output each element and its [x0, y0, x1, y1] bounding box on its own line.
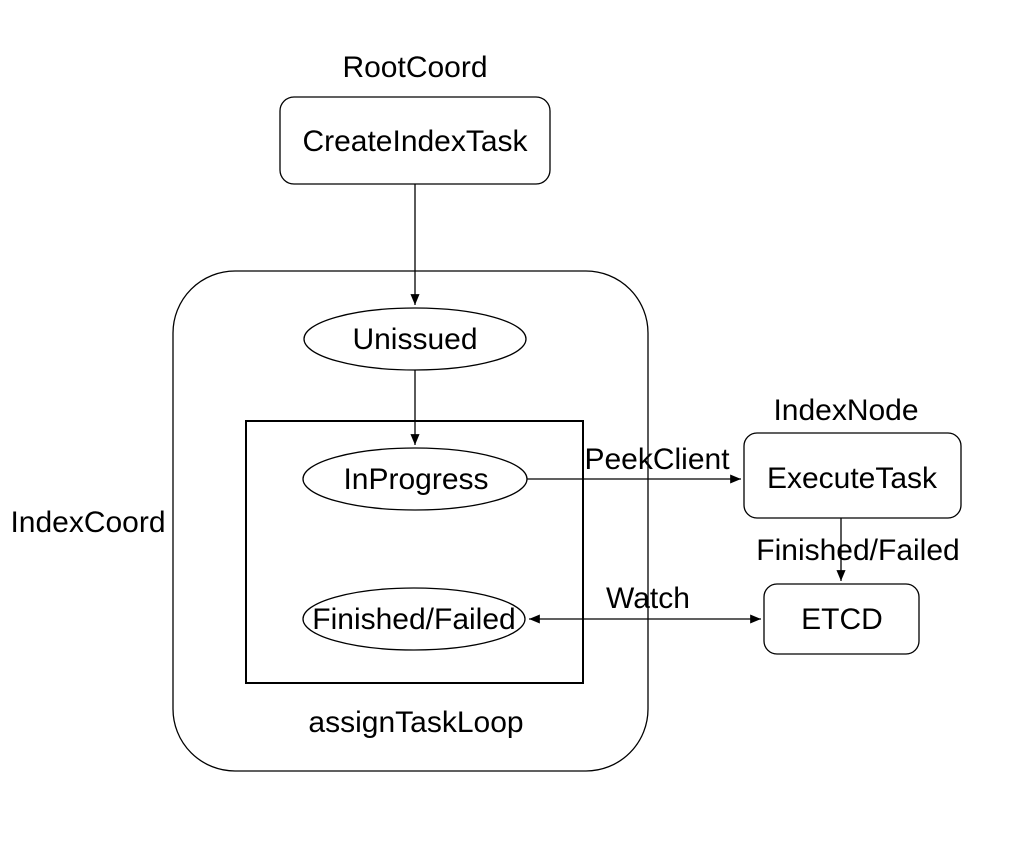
- in-progress-label: InProgress: [343, 463, 488, 496]
- etcd-node: [763, 583, 920, 655]
- finished-failed-edge-label: Finished/Failed: [756, 534, 959, 567]
- unissued-label: Unissued: [352, 323, 477, 356]
- index-coord-title: IndexCoord: [10, 506, 165, 539]
- peek-client-edge-label: PeekClient: [584, 443, 730, 476]
- root-coord-title: RootCoord: [342, 51, 487, 84]
- etcd-label: ETCD: [801, 603, 883, 636]
- create-index-task-label: CreateIndexTask: [302, 125, 528, 158]
- assign-task-loop-title: assignTaskLoop: [308, 706, 523, 739]
- execute-task-node: [743, 432, 962, 519]
- index-node-title: IndexNode: [773, 394, 918, 427]
- finished-failed-label: Finished/Failed: [312, 603, 515, 636]
- watch-edge-label: Watch: [606, 582, 690, 615]
- execute-task-label: ExecuteTask: [767, 462, 938, 495]
- finished-failed-node: [302, 587, 526, 651]
